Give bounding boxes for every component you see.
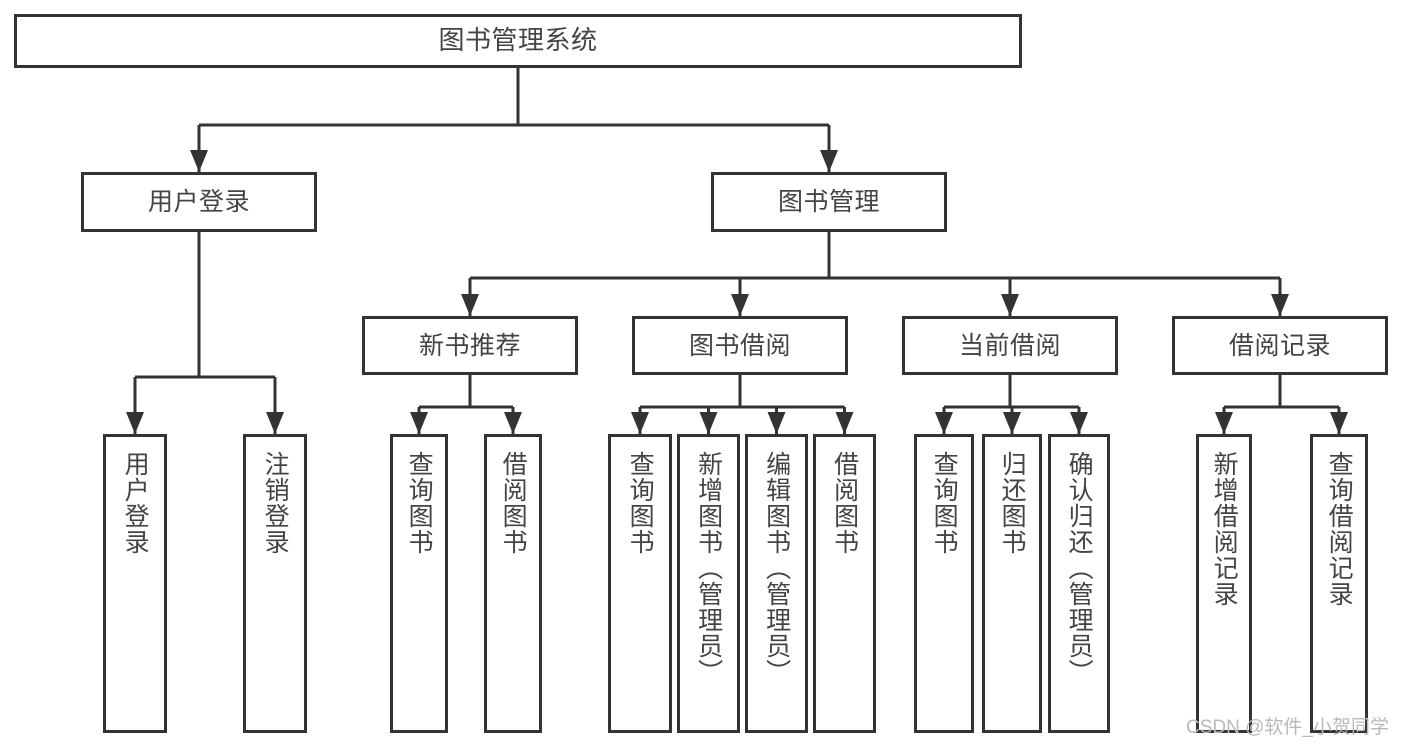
- node-leaf-query-book-current[interactable]: 查询图书: [914, 434, 974, 733]
- node-leaf-logout-label: 注销登录: [261, 451, 290, 555]
- node-leaf-add-book[interactable]: 新增图书（管理员）: [677, 434, 740, 733]
- node-leaf-query-book-borrow[interactable]: 查询图书: [608, 434, 672, 733]
- node-user-login-label: 用户登录: [147, 188, 250, 216]
- node-book-borrow-label: 图书借阅: [688, 331, 791, 360]
- edge-arrowhead-root-0: [190, 150, 208, 172]
- node-leaf-return-book[interactable]: 归还图书: [982, 434, 1042, 733]
- node-current-borrow-label: 当前借阅: [958, 331, 1061, 360]
- node-leaf-user-login[interactable]: 用户登录: [103, 434, 167, 733]
- edge-arrowhead-book_manage-3: [1271, 294, 1289, 316]
- node-leaf-logout[interactable]: 注销登录: [243, 434, 307, 733]
- node-leaf-query-borrow-record[interactable]: 查询借阅记录: [1310, 434, 1368, 733]
- edge-arrowhead-book_manage-0: [461, 294, 479, 316]
- node-book-manage[interactable]: 图书管理: [711, 172, 947, 232]
- edge-arrowhead-book_manage-1: [731, 294, 749, 316]
- node-leaf-confirm-return-label: 确认归还（管理员）: [1065, 451, 1094, 685]
- edge-arrowhead-current_borrow-1: [1003, 412, 1021, 434]
- node-leaf-borrow-book-recommend-label: 借阅图书: [499, 451, 528, 555]
- node-leaf-add-book-label: 新增图书（管理员）: [694, 451, 723, 685]
- edge-arrowhead-book_borrow-1: [699, 412, 718, 434]
- node-borrow-record[interactable]: 借阅记录: [1172, 316, 1388, 375]
- node-leaf-query-book-recommend-label: 查询图书: [405, 451, 434, 555]
- edge-arrowhead-current_borrow-0: [935, 412, 953, 434]
- edge-arrowhead-book_borrow-0: [631, 412, 649, 434]
- edge-arrowhead-book_borrow-3: [835, 412, 854, 434]
- node-book-manage-label: 图书管理: [777, 188, 880, 216]
- node-leaf-add-borrow-record[interactable]: 新增借阅记录: [1196, 434, 1252, 733]
- node-leaf-confirm-return[interactable]: 确认归还（管理员）: [1048, 434, 1110, 733]
- edge-arrowhead-book_manage-2: [1001, 294, 1019, 316]
- node-leaf-query-book-current-label: 查询图书: [930, 451, 959, 555]
- node-leaf-query-book-recommend[interactable]: 查询图书: [390, 434, 448, 733]
- node-leaf-borrow-book-recommend[interactable]: 借阅图书: [484, 434, 542, 733]
- edge-arrowhead-current_borrow-2: [1070, 412, 1088, 434]
- node-leaf-return-book-label: 归还图书: [998, 451, 1027, 555]
- edge-arrowhead-book_borrow-2: [767, 412, 786, 434]
- edge-arrowhead-user_login-0: [126, 412, 144, 434]
- node-user-login[interactable]: 用户登录: [81, 172, 317, 232]
- node-leaf-borrow-book-label: 借阅图书: [830, 451, 859, 555]
- edge-arrowhead-root-1: [820, 150, 838, 172]
- node-new-book-recommend[interactable]: 新书推荐: [362, 316, 578, 375]
- csdn-watermark: CSDN @软件_小贺同学: [1186, 717, 1389, 738]
- edge-arrowhead-borrow_record-1: [1330, 412, 1348, 434]
- node-leaf-query-book-borrow-label: 查询图书: [626, 451, 655, 555]
- node-leaf-user-login-label: 用户登录: [121, 451, 150, 555]
- edge-arrowhead-user_login-1: [266, 412, 284, 434]
- node-new-book-recommend-label: 新书推荐: [418, 331, 521, 360]
- edge-arrowhead-new_book_rec-0: [410, 412, 428, 434]
- node-leaf-add-borrow-record-label: 新增借阅记录: [1210, 451, 1239, 607]
- node-borrow-record-label: 借阅记录: [1228, 331, 1331, 360]
- node-leaf-edit-book[interactable]: 编辑图书（管理员）: [745, 434, 808, 733]
- node-leaf-edit-book-label: 编辑图书（管理员）: [762, 451, 791, 685]
- node-leaf-query-borrow-record-label: 查询借阅记录: [1325, 451, 1354, 607]
- node-leaf-borrow-book[interactable]: 借阅图书: [813, 434, 876, 733]
- node-current-borrow[interactable]: 当前借阅: [902, 316, 1118, 375]
- edge-arrowhead-borrow_record-0: [1215, 412, 1233, 434]
- node-book-borrow[interactable]: 图书借阅: [632, 316, 848, 375]
- node-root-label: 图书管理系统: [438, 25, 598, 56]
- edge-arrowhead-new_book_rec-1: [504, 412, 522, 434]
- node-root[interactable]: 图书管理系统: [14, 14, 1022, 68]
